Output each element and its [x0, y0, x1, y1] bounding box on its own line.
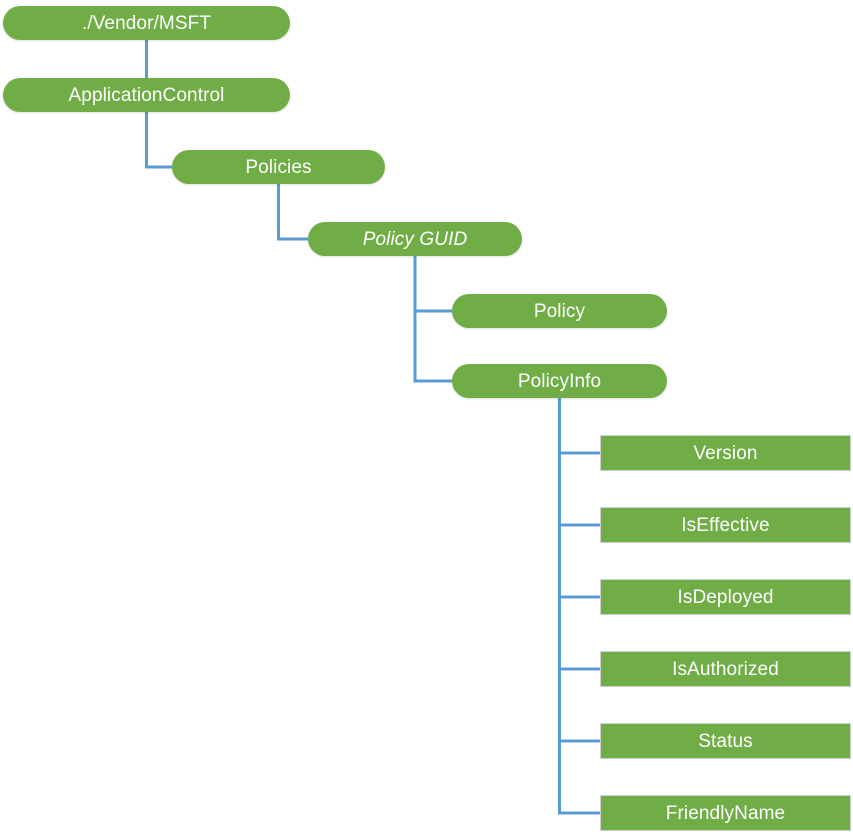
- connector-policyinfo-to-status: [558, 398, 600, 743]
- tree-node-label-isdeployed: IsDeployed: [677, 586, 774, 608]
- tree-node-label-friendlyname: FriendlyName: [665, 802, 786, 824]
- tree-node-policies[interactable]: Policies: [172, 150, 385, 184]
- tree-node-label-iseffective: IsEffective: [681, 514, 770, 536]
- connector-policyguid-to-policy: [413, 256, 452, 313]
- tree-node-label-applicationcontrol: ApplicationControl: [68, 84, 225, 106]
- connector-policyinfo-to-isauthorized: [558, 398, 600, 671]
- tree-node-isdeployed[interactable]: IsDeployed: [600, 579, 851, 615]
- connector-policyinfo-to-version: [558, 398, 600, 455]
- tree-node-friendlyname[interactable]: FriendlyName: [600, 795, 851, 831]
- tree-node-version[interactable]: Version: [600, 435, 851, 471]
- tree-node-label-policies: Policies: [245, 156, 312, 178]
- tree-node-isauthorized[interactable]: IsAuthorized: [600, 651, 851, 687]
- tree-node-label-policyguid: Policy GUID: [362, 228, 468, 250]
- tree-node-applicationcontrol[interactable]: ApplicationControl: [3, 78, 290, 112]
- connector-policies-to-policyguid: [277, 184, 308, 241]
- tree-node-iseffective[interactable]: IsEffective: [600, 507, 851, 543]
- tree-node-policyinfo[interactable]: PolicyInfo: [452, 364, 667, 398]
- connector-policyinfo-to-friendlyname: [558, 398, 600, 815]
- tree-node-label-version: Version: [693, 442, 758, 464]
- tree-node-policy[interactable]: Policy: [452, 294, 667, 328]
- tree-node-label-isauthorized: IsAuthorized: [672, 658, 779, 680]
- connector-policyinfo-to-isdeployed: [558, 398, 600, 599]
- connector-policyinfo-to-iseffective: [558, 398, 600, 527]
- tree-node-policyguid[interactable]: Policy GUID: [308, 222, 522, 256]
- tree-node-label-policyinfo: PolicyInfo: [517, 370, 602, 392]
- tree-node-status[interactable]: Status: [600, 723, 851, 759]
- connector-applicationcontrol-to-policies: [145, 112, 172, 169]
- connector-policyguid-to-policyinfo: [413, 256, 452, 383]
- tree-node-label-vendor: ./Vendor/MSFT: [81, 12, 212, 34]
- tree-node-label-policy: Policy: [533, 300, 586, 322]
- tree-node-vendor[interactable]: ./Vendor/MSFT: [3, 6, 290, 40]
- tree-node-label-status: Status: [698, 730, 753, 752]
